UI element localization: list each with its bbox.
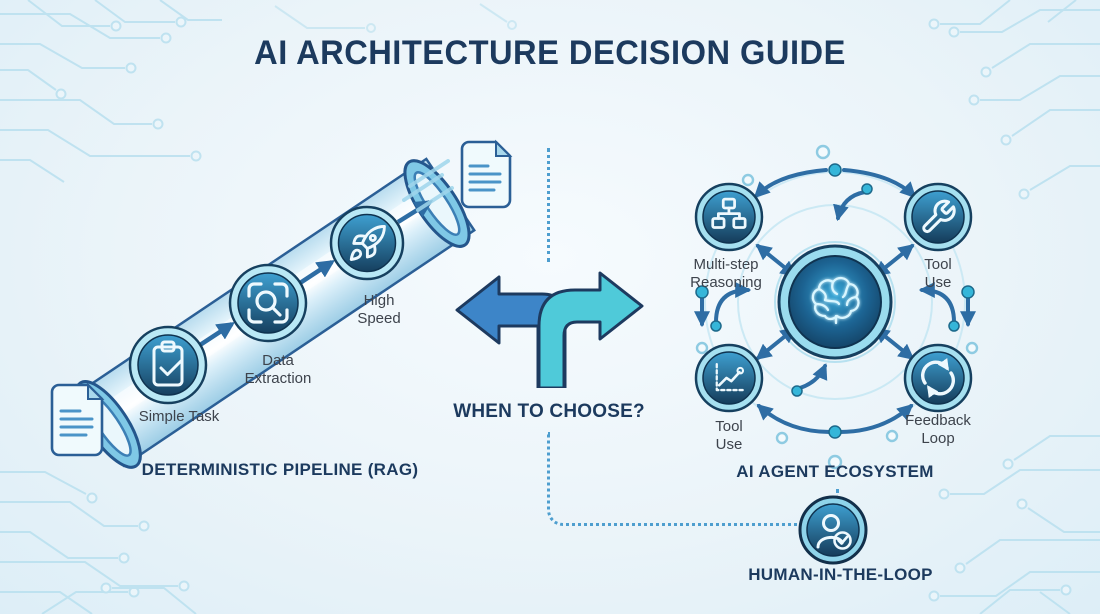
circuit-pattern-right — [928, 0, 1100, 614]
ecosystem-node-feedback-loop — [903, 343, 973, 413]
fork-right-arrow — [537, 271, 644, 388]
step-label-simple-task: Simple Task — [138, 408, 220, 425]
ecosystem-center-node — [777, 244, 893, 360]
pipeline-graphic — [50, 139, 513, 469]
node-label-tool-use-top: Tool Use — [924, 256, 952, 292]
scan-search-icon — [247, 282, 289, 324]
step-label-data-extraction: Data Extraction — [244, 352, 312, 388]
page-title: AI ARCHITECTURE DECISION GUIDE — [254, 34, 846, 72]
rocket-icon — [349, 224, 386, 261]
pipeline-step-simple-task — [128, 325, 208, 405]
ecosystem-node-tool-use-wrench — [903, 182, 973, 252]
trend-chart-icon — [715, 363, 745, 392]
pipeline-step-high-speed — [329, 205, 405, 281]
person-check-icon — [816, 514, 852, 550]
sync-loop-icon — [921, 358, 955, 398]
ecosystem-node-multi-step-reasoning — [694, 182, 764, 252]
wrench-icon — [922, 199, 956, 234]
ecosystem-title: AI AGENT ECOSYSTEM — [736, 462, 934, 481]
clipboard-check-icon — [152, 340, 184, 387]
human-in-the-loop-node — [798, 495, 868, 565]
node-label-feedback-loop: Feedback Loop — [905, 412, 971, 448]
circuit-pattern-left — [0, 0, 222, 614]
brain-icon — [811, 276, 860, 325]
orbit-dots-outline — [695, 144, 979, 470]
speed-streaks — [402, 159, 454, 212]
divider-dotted-ecosystem — [836, 489, 839, 501]
document-icon — [460, 139, 513, 209]
org-hierarchy-icon — [711, 197, 747, 229]
ecosystem-graphic — [694, 144, 979, 470]
pipeline-title: DETERMINISTIC PIPELINE (RAG) — [141, 460, 419, 479]
decision-fork-arrow — [455, 271, 644, 388]
divider-dotted-top — [547, 148, 550, 262]
document-icon — [50, 382, 105, 457]
node-label-tool-use-bottom: Tool Use — [715, 418, 743, 454]
decision-question: WHEN TO CHOOSE? — [453, 401, 645, 422]
pipeline-step-data-extraction — [228, 263, 308, 343]
circuit-pattern-top — [274, 3, 517, 33]
step-label-high-speed: High Speed — [357, 292, 401, 328]
node-label-multi-step-reasoning: Multi-step Reasoning — [690, 256, 762, 292]
human-loop-dotted-connector — [547, 432, 803, 526]
human-in-the-loop-title: HUMAN-IN-THE-LOOP — [748, 565, 933, 584]
orbit-dots-filled — [695, 163, 975, 439]
ecosystem-node-tool-use-chart — [694, 343, 764, 413]
